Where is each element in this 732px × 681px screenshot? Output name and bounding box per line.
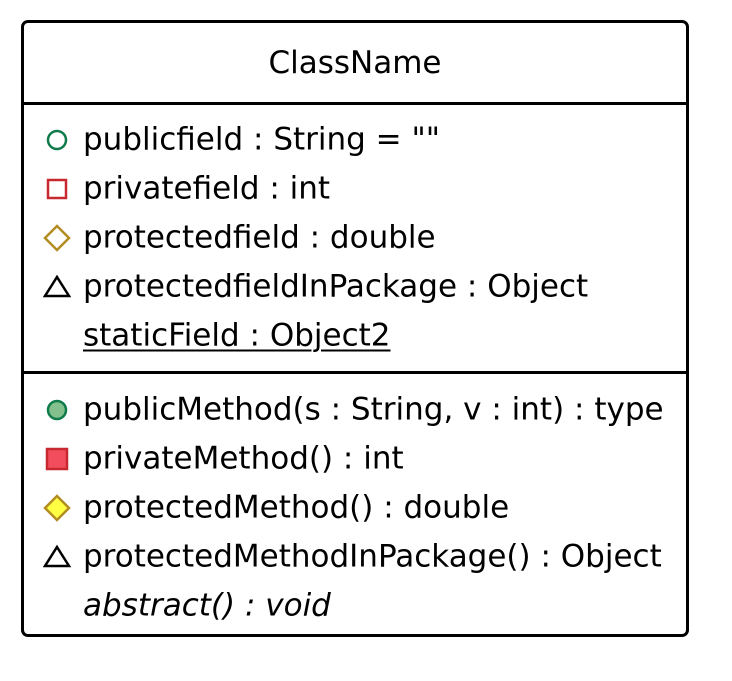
field-text: privatefield : int [83,170,331,206]
protected-visibility-filled-diamond-icon [42,493,72,523]
static-field-text: staticField : Object2 [83,317,391,353]
field-row-protected[interactable]: protectedfield : double [24,213,686,262]
method-text: protectedMethodInPackage() : Object [83,538,662,574]
method-row-package[interactable]: protectedMethodInPackage() : Object [24,532,686,581]
field-row-static[interactable]: staticField : Object2 [24,311,686,360]
private-visibility-filled-square-icon [42,444,72,474]
private-visibility-square-icon [42,174,72,204]
public-visibility-filled-circle-icon [42,395,72,425]
class-name: ClassName [268,45,442,81]
method-row-abstract[interactable]: abstract() : void [24,581,686,630]
package-visibility-triangle-icon [42,272,72,302]
method-text: protectedMethod() : double [83,489,510,525]
method-text: publicMethod(s : String, v : int) : type [83,391,664,427]
method-row-protected[interactable]: protectedMethod() : double [24,483,686,532]
methods-section: publicMethod(s : String, v : int) : type… [24,385,686,630]
field-row-public[interactable]: publicfield : String = "" [24,115,686,164]
method-text: privateMethod() : int [83,440,404,476]
method-row-public[interactable]: publicMethod(s : String, v : int) : type [24,385,686,434]
protected-visibility-diamond-icon [42,223,72,253]
field-row-package[interactable]: protectedfieldInPackage : Object [24,262,686,311]
fields-section: publicfield : String = "" privatefield :… [24,115,686,360]
field-text: publicfield : String = "" [83,121,441,157]
public-visibility-circle-icon [42,125,72,155]
package-visibility-triangle-icon [42,542,72,572]
fields-methods-divider [24,371,686,374]
field-row-private[interactable]: privatefield : int [24,164,686,213]
abstract-method-text: abstract() : void [83,587,331,623]
field-text: protectedfield : double [83,219,436,255]
field-text: protectedfieldInPackage : Object [83,268,589,304]
header-divider [24,102,686,105]
method-row-private[interactable]: privateMethod() : int [24,434,686,483]
uml-class-box[interactable]: ClassName publicfield : String = "" priv… [21,20,689,637]
